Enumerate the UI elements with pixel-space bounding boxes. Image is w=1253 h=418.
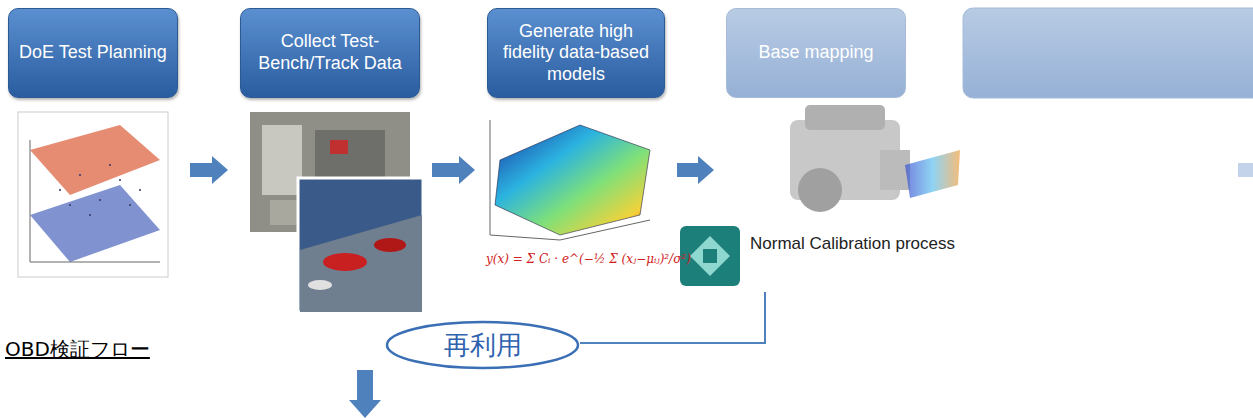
- flow-arrow: [432, 156, 475, 184]
- process-box: DoE Test Planning: [8, 8, 178, 98]
- faded-box: [963, 8, 1253, 98]
- caption-text: Normal Calibration process: [750, 234, 955, 254]
- node-text: Base mapping: [750, 42, 881, 64]
- doe-plot: [18, 112, 168, 277]
- node-text: Collect Test-Bench/Track Data: [241, 31, 419, 74]
- engine-image: [790, 105, 960, 212]
- process-box: Generate high fidelity data-based models: [487, 8, 665, 98]
- node-text: 再利用: [444, 328, 522, 363]
- surface-plot: [490, 120, 650, 240]
- formula: y(x) = Σ Cᵢ · e^(−½ Σ (xⱼ−μᵢⱼ)²/σ²): [486, 252, 691, 266]
- flow-arrow: [190, 156, 228, 184]
- process-box: Base mapping: [726, 8, 906, 98]
- reuse-oval: 再利用: [385, 320, 580, 370]
- section-title: OBD検証フロー: [5, 336, 150, 363]
- reuse-line: [349, 292, 765, 418]
- faded-arrow: [1238, 163, 1253, 177]
- flow-arrow: [677, 156, 714, 184]
- process-box: Collect Test-Bench/Track Data: [240, 8, 420, 98]
- node-text: Generate high fidelity data-based models: [488, 21, 664, 86]
- track-photo: [298, 178, 423, 312]
- node-text: DoE Test Planning: [11, 42, 175, 64]
